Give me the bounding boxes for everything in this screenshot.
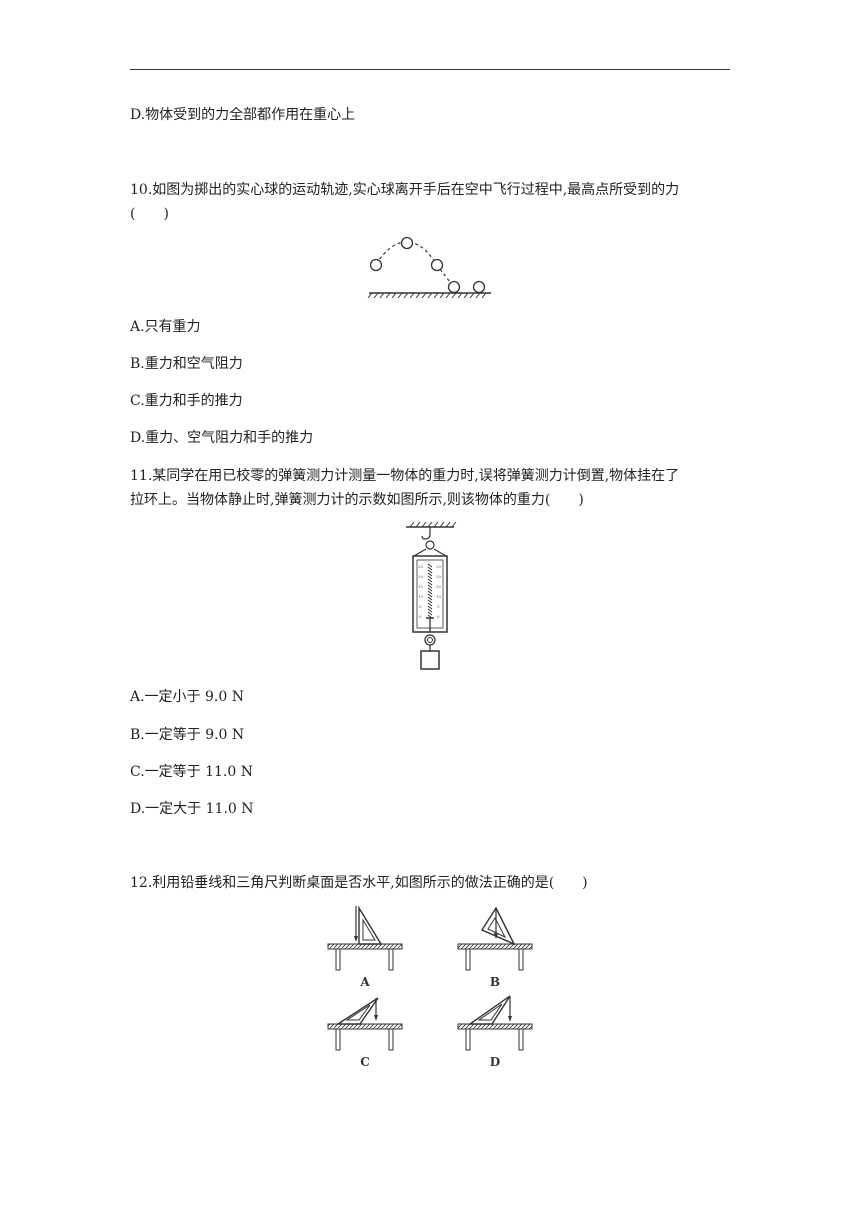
q12-stem: 12.利用铅垂线和三角尺判断桌面是否水平,如图所示的做法正确的是( ) [130,875,588,891]
svg-text:10: 10 [418,594,424,599]
q10-option-b: B.重力和空气阻力 [130,356,243,372]
q11-option-d: D.一定大于 11.0 N [130,801,254,817]
svg-text:10: 10 [436,594,442,599]
label-d: D [490,1055,500,1069]
q10-option-d: D.重力、空气阻力和手的推力 [130,430,314,446]
q10-stem-line1: 10.如图为掷出的实心球的运动轨迹,实心球离开手后在空中飞行过程中,最高点所受到… [130,182,680,198]
q10-option-a: A.只有重力 [130,319,201,335]
q11-stem-line2: 拉环上。当物体静止时,弹簧测力计的示数如图所示,则该物体的重力( ) [130,492,584,508]
panel-b [457,906,533,971]
svg-text:15: 15 [436,584,442,589]
panel-c [327,997,403,1051]
q11-option-c: C.一定等于 11.0 N [130,764,253,780]
q11-option-a: A.一定小于 9.0 N [130,689,244,705]
svg-text:0: 0 [437,614,440,619]
q9-option-d: D.物体受到的力全部都作用在重心上 [130,107,356,123]
q10-option-c: C.重力和手的推力 [130,393,243,409]
svg-text:0: 0 [419,614,422,619]
q11-option-b: B.一定等于 9.0 N [130,727,245,743]
svg-text:5: 5 [419,604,422,609]
svg-text:5: 5 [437,604,440,609]
ball-trajectory-figure [367,236,491,299]
svg-text:25: 25 [436,564,442,569]
svg-text:25: 25 [418,564,424,569]
panel-d [457,995,533,1051]
spring-scale-figure: 25 25 20 20 15 15 10 10 5 5 0 0 [406,521,457,670]
svg-text:15: 15 [418,584,424,589]
label-c: C [360,1055,370,1069]
svg-text:20: 20 [436,574,442,579]
label-a: A [359,975,370,989]
label-b: B [490,975,500,989]
header-rule [130,69,730,70]
q10-stem-line2: ( ) [130,206,169,222]
panel-a [327,905,403,971]
svg-text:20: 20 [418,574,424,579]
plumb-line-figure: A B C D [327,905,533,1069]
q11-stem-line1: 11.某同学在用已校零的弹簧测力计测量一物体的重力时,误将弹簧测力计倒置,物体挂… [130,468,680,484]
